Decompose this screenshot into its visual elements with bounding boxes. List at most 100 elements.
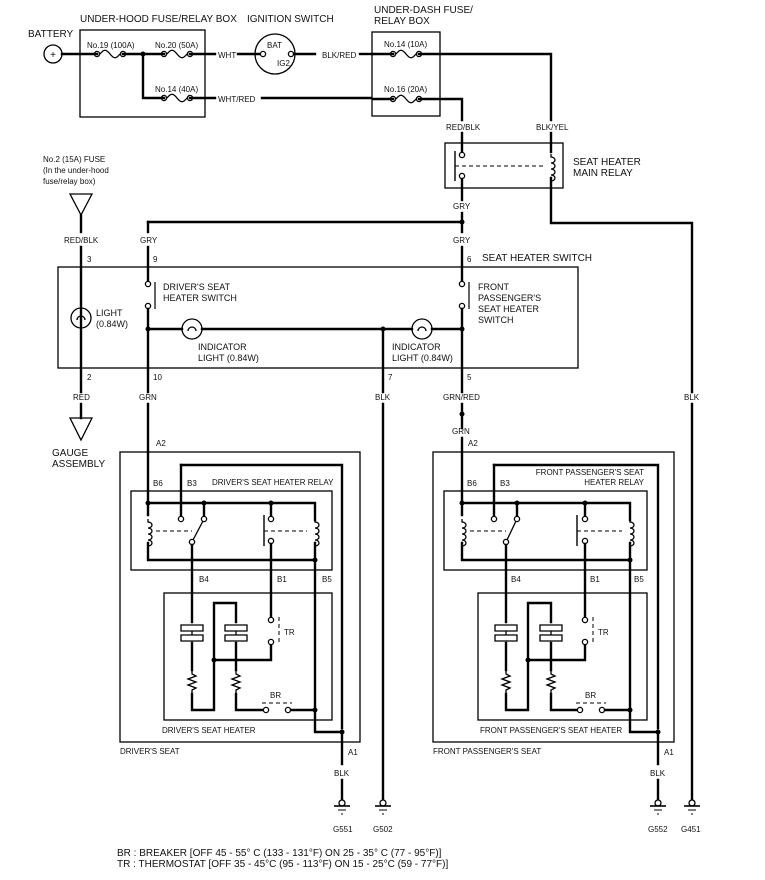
pin-3: 3 bbox=[87, 255, 92, 264]
fuse-no14-10a-label: No.14 (10A) bbox=[384, 40, 427, 49]
fuse-no16-20a-label: No.16 (20A) bbox=[384, 85, 427, 94]
driver-a1-label: A1 bbox=[348, 748, 358, 757]
passenger-indicator-label-1: INDICATOR bbox=[392, 342, 441, 352]
wire-label-blk-red: BLK/RED bbox=[322, 51, 356, 60]
driver-seat-label: DRIVER'S SEAT bbox=[120, 747, 180, 756]
underhood-fuse-relay-box: UNDER-HOOD FUSE/RELAY BOX No.19 (100A) N… bbox=[79, 14, 237, 118]
passenger-switch-label-4: SWITCH bbox=[478, 315, 514, 325]
driver-b1-label: B1 bbox=[277, 575, 287, 584]
passenger-a1-label: A1 bbox=[664, 748, 674, 757]
driver-breaker-label: BR bbox=[270, 691, 281, 700]
main-relay-label-1: SEAT HEATER bbox=[573, 157, 641, 168]
wire-label-red-blk: RED/BLK bbox=[446, 123, 481, 132]
light-bulb-icon bbox=[70, 307, 92, 329]
underdash-box-label-1: UNDER-DASH FUSE/ bbox=[374, 5, 473, 16]
no2-fuse-label-3: fuse/relay box) bbox=[43, 177, 96, 186]
driver-heater-element-2-icon bbox=[224, 624, 248, 642]
seat-heater-main-relay: SEAT HEATER MAIN RELAY bbox=[444, 142, 641, 189]
passenger-indicator-light-icon bbox=[411, 318, 433, 340]
passenger-heater-element-2-icon bbox=[539, 624, 563, 642]
fuse-no20-label: No.20 (50A) bbox=[155, 41, 198, 50]
driver-resistor-2-icon bbox=[231, 669, 241, 695]
passenger-resistor-2-icon bbox=[546, 669, 556, 695]
driver-b4-label: B4 bbox=[199, 575, 209, 584]
driver-b5-label: B5 bbox=[322, 575, 332, 584]
driver-indicator-light-icon bbox=[181, 318, 203, 340]
wire-label-gry-driver: GRY bbox=[140, 236, 158, 245]
fuse-no14-40a-label: No.14 (40A) bbox=[155, 85, 198, 94]
underhood-box-label: UNDER-HOOD FUSE/RELAY BOX bbox=[80, 14, 237, 25]
ground-g551-label: G551 bbox=[333, 825, 353, 834]
wire-label-gry-passenger: GRY bbox=[453, 236, 471, 245]
light-label-1: LIGHT bbox=[96, 308, 123, 318]
gauge-triangle-icon bbox=[68, 417, 94, 442]
driver-heater-element-1-icon bbox=[180, 624, 204, 642]
fuse-no19-label: No.19 (100A) bbox=[87, 41, 135, 50]
passenger-b4-label: B4 bbox=[511, 575, 521, 584]
pin-10: 10 bbox=[153, 373, 162, 382]
seat-heater-switch: SEAT HEATER SWITCH 3 9 6 2 10 7 5 LIGHT … bbox=[57, 253, 592, 382]
underdash-box-label-2: RELAY BOX bbox=[374, 16, 430, 27]
passenger-switch-label-3: SEAT HEATER bbox=[478, 304, 540, 314]
ground-g502-label: G502 bbox=[373, 825, 393, 834]
passenger-b6-label: B6 bbox=[467, 479, 477, 488]
fuse-no19-icon bbox=[93, 49, 127, 59]
fuse-no14-10a-icon bbox=[389, 49, 423, 59]
gauge-label-1: GAUGE bbox=[52, 448, 88, 459]
passenger-a2-label: A2 bbox=[468, 439, 478, 448]
passenger-b1-label: B1 bbox=[590, 575, 600, 584]
pin-7: 7 bbox=[388, 373, 393, 382]
passenger-resistor-1-icon bbox=[501, 669, 511, 695]
passenger-switch-label-1: FRONT bbox=[478, 282, 509, 292]
main-relay-label-2: MAIN RELAY bbox=[573, 168, 633, 179]
driver-switch-label-1: DRIVER'S SEAT bbox=[163, 282, 231, 292]
seat-heater-switch-label: SEAT HEATER SWITCH bbox=[482, 253, 592, 264]
ground-g451-icon bbox=[683, 799, 701, 815]
fuse-source-triangle-icon bbox=[68, 193, 94, 217]
driver-a2-label: A2 bbox=[156, 439, 166, 448]
driver-indicator-label-2: LIGHT (0.84W) bbox=[198, 353, 259, 363]
ignition-switch-label: IGNITION SWITCH bbox=[247, 14, 334, 25]
wire-label-blk-g502: BLK bbox=[375, 393, 391, 402]
passenger-breaker-label: BR bbox=[585, 691, 596, 700]
driver-b6-label: B6 bbox=[153, 479, 163, 488]
driver-relay-label: DRIVER'S SEAT HEATER RELAY bbox=[212, 478, 334, 487]
ground-g451-label: G451 bbox=[681, 825, 701, 834]
pin-9: 9 bbox=[153, 255, 158, 264]
fuse-no20-icon bbox=[160, 49, 194, 59]
passenger-seat-label: FRONT PASSENGER'S SEAT bbox=[433, 747, 541, 756]
no2-fuse-label-1: No.2 (15A) FUSE bbox=[43, 155, 105, 164]
wire-label-blk-g451: BLK bbox=[684, 393, 700, 402]
wire-label-gry-upper: GRY bbox=[453, 202, 471, 211]
passenger-relay-label-1: FRONT PASSENGER'S SEAT bbox=[536, 468, 644, 477]
driver-heater-label: DRIVER'S SEAT HEATER bbox=[162, 726, 256, 735]
battery: BATTERY + bbox=[28, 29, 74, 64]
wire-label-blk-g552: BLK bbox=[650, 769, 666, 778]
underdash-fuse-relay-box: UNDER-DASH FUSE/ RELAY BOX No.14 (10A) N… bbox=[371, 5, 473, 117]
driver-thermostat-label: TR bbox=[284, 628, 295, 637]
passenger-b5-label: B5 bbox=[634, 575, 644, 584]
note-breaker: BR : BREAKER [OFF 45 - 55° C (133 - 131°… bbox=[117, 848, 442, 859]
battery-label: BATTERY bbox=[28, 29, 74, 40]
passenger-relay-label-2: HEATER RELAY bbox=[584, 478, 644, 487]
pin-2: 2 bbox=[87, 373, 92, 382]
passenger-heater-element-1-icon bbox=[494, 624, 518, 642]
wire-label-red: RED bbox=[73, 393, 90, 402]
pin-6: 6 bbox=[467, 255, 472, 264]
driver-switch-label-2: HEATER SWITCH bbox=[163, 293, 237, 303]
front-passengers-seat: A2 FRONT PASSENGER'S SEAT FRONT PASSENGE… bbox=[432, 439, 675, 757]
driver-resistor-1-icon bbox=[187, 669, 197, 695]
battery-plus-icon: + bbox=[50, 50, 56, 61]
light-label-2: (0.84W) bbox=[96, 319, 128, 329]
passenger-b3-label: B3 bbox=[500, 479, 510, 488]
no2-fuse-source: No.2 (15A) FUSE (In the under-hood fuse/… bbox=[43, 155, 109, 217]
no2-fuse-label-2: (In the under-hood bbox=[43, 166, 109, 175]
wire-label-grn-red: GRN/RED bbox=[443, 393, 480, 402]
ignition-ig2-label: IG2 bbox=[277, 59, 290, 68]
note-thermostat: TR : THERMOSTAT [OFF 35 - 45°C (95 - 113… bbox=[117, 859, 448, 870]
ground-g552-icon bbox=[649, 799, 667, 815]
drivers-seat: A2 DRIVER'S SEAT DRIVER'S SEAT HEATER RE… bbox=[119, 439, 361, 757]
wire-label-blk-yel: BLK/YEL bbox=[536, 123, 569, 132]
gauge-assembly: GAUGE ASSEMBLY bbox=[52, 417, 105, 470]
